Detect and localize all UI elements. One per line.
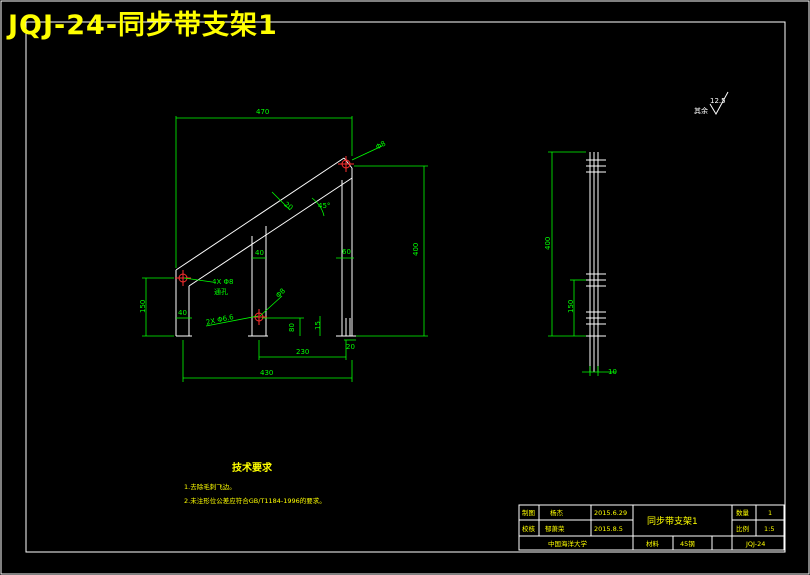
tb-material-label: 材料 bbox=[646, 539, 660, 548]
dim-slot: 80 bbox=[288, 323, 296, 332]
tb-designer-name: 杨杰 bbox=[550, 508, 564, 517]
tb-designer-date: 2015.6.29 bbox=[594, 509, 627, 517]
front-view bbox=[175, 157, 356, 337]
tb-scale-label: 比例 bbox=[736, 524, 749, 533]
dim-angle: 45° bbox=[318, 202, 330, 210]
tb-checker-label: 校核 bbox=[522, 524, 536, 533]
tb-scale-value: 1:5 bbox=[764, 525, 774, 533]
note-bottom-holes: 2X Φ6.6 bbox=[205, 313, 235, 327]
tb-part-name: 同步带支架1 bbox=[647, 515, 698, 527]
front-dimensions bbox=[142, 116, 428, 382]
roughness-symbol bbox=[709, 91, 729, 116]
dim-overall-width: 470 bbox=[256, 108, 269, 116]
dim-hole-top: Φ8 bbox=[375, 140, 388, 152]
tb-designer-label: 制图 bbox=[522, 508, 535, 517]
roughness-label: 其余 bbox=[694, 106, 708, 115]
dim-thickness: 20 bbox=[346, 343, 355, 351]
tb-checker-name: 郁萧荣 bbox=[545, 524, 565, 533]
note-hole-count: 4X Φ8 bbox=[212, 278, 233, 286]
tb-qty-label: 数量 bbox=[736, 508, 750, 517]
hole-left bbox=[175, 270, 191, 286]
dim-bottom-width: 230 bbox=[296, 348, 309, 356]
side-view bbox=[586, 152, 606, 372]
title-block-grid bbox=[518, 504, 785, 551]
tb-checker-date: 2015.8.5 bbox=[594, 525, 623, 533]
hole-top bbox=[338, 156, 354, 172]
tb-material-value: 45钢 bbox=[680, 540, 695, 548]
tech-item-2: 2.未注形位公差应符合GB/T1184-1996的要求。 bbox=[184, 496, 326, 505]
dim-hole-mid: Φ8 bbox=[274, 287, 287, 300]
tb-qty-value: 1 bbox=[768, 509, 772, 517]
tb-school: 中国海洋大学 bbox=[548, 539, 588, 548]
side-dimensions bbox=[548, 151, 616, 376]
inner-border bbox=[25, 21, 786, 553]
dim-rib: 20 bbox=[282, 200, 294, 212]
dim-small: 15 bbox=[314, 321, 322, 330]
tech-item-1: 1.去除毛刺飞边。 bbox=[184, 482, 236, 491]
tech-heading: 技术要求 bbox=[232, 461, 273, 474]
dim-side-height: 400 bbox=[544, 237, 552, 250]
dim-left-offset: 40 bbox=[178, 309, 187, 317]
roughness-value: 12.5 bbox=[710, 97, 726, 105]
dim-left-height: 150 bbox=[139, 300, 147, 313]
dim-side-thick: 10 bbox=[608, 368, 617, 376]
dim-plate-width: 60 bbox=[342, 248, 351, 256]
drawing-title: JQJ-24-同步带支架1 bbox=[8, 10, 278, 41]
dim-base-width: 430 bbox=[260, 369, 273, 377]
dim-side-lower: 150 bbox=[567, 300, 575, 313]
tb-drawing-no: JQJ-24 bbox=[745, 540, 765, 548]
dim-inner-offset: 40 bbox=[255, 249, 264, 257]
note-hole-through: 通孔 bbox=[214, 287, 228, 296]
dim-right-height: 400 bbox=[412, 243, 420, 256]
